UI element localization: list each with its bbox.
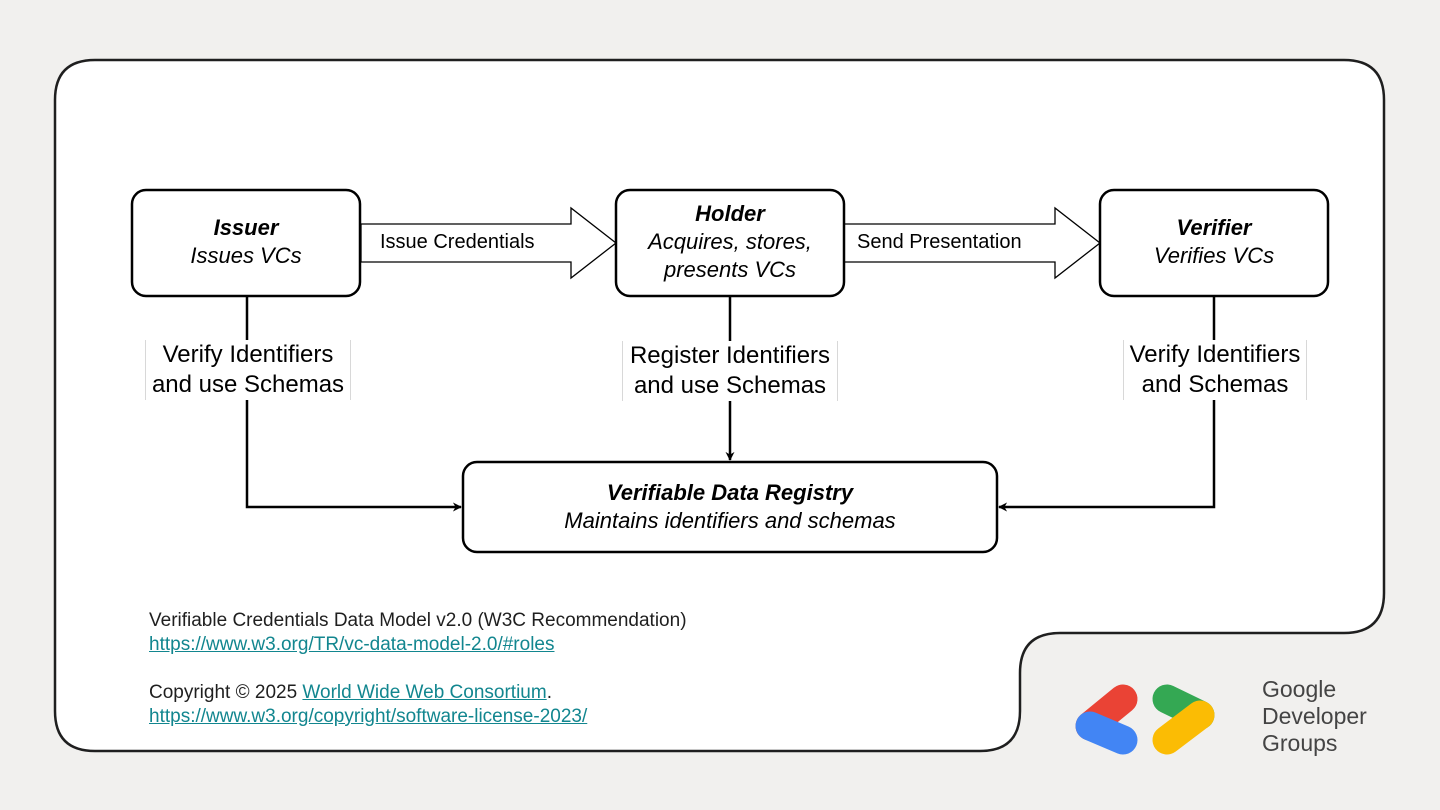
verifier-registry-label-line1: Verify Identifiers [1129,341,1301,368]
source-link[interactable]: https://www.w3.org/TR/vc-data-model-2.0/… [149,634,555,655]
gdg-logo-icon [1075,684,1215,755]
registry-title: Verifiable Data Registry [606,480,854,505]
issuer-registry-label: Verify Identifiers and use Schemas [145,340,351,400]
holder-registry-label-line1: Register Identifiers [629,342,831,369]
send-presentation-label: Send Presentation [857,231,1022,253]
holder-subtitle-line2: presents VCs [663,257,797,282]
copyright-line: Copyright © 2025 World Wide Web Consorti… [149,681,587,705]
issuer-subtitle: Issues VCs [190,243,302,268]
verifier-registry-label-line2: and Schemas [1141,371,1289,398]
source-citation: Verifiable Credentials Data Model v2.0 (… [149,609,687,657]
registry-subtitle: Maintains identifiers and schemas [564,508,896,533]
gdg-wordmark: Google Developer Groups [1262,676,1367,757]
holder-title: Holder [695,201,765,226]
issuer-box [130,188,362,298]
w3c-link[interactable]: World Wide Web Consortium [302,682,547,703]
holder-registry-label: Register Identifiers and use Schemas [622,341,838,401]
holder-registry-label-line2: and use Schemas [633,372,827,399]
holder-subtitle-line1: Acquires, stores, [648,229,812,254]
issue-credentials-arrow [360,206,618,280]
registry-box [461,460,999,554]
verifier-subtitle: Verifies VCs [1153,243,1275,268]
copyright-notice: Copyright © 2025 World Wide Web Consorti… [149,681,587,729]
verifier-label: Verifier Verifies VCs [1100,214,1328,270]
send-presentation-arrow [843,206,1102,280]
source-title: Verifiable Credentials Data Model v2.0 (… [149,610,687,631]
copyright-prefix: Copyright © 2025 [149,682,303,703]
issue-credentials-label: Issue Credentials [380,231,535,253]
issuer-registry-label-line2: and use Schemas [151,371,345,398]
issuer-registry-label-line1: Verify Identifiers [162,341,334,368]
copyright-suffix: . [546,682,552,703]
gdg-wordmark-line2: Developer [1262,703,1367,729]
holder-box [614,188,846,298]
gdg-wordmark-line1: Google [1262,676,1337,702]
issuer-label: Issuer Issues VCs [132,214,360,270]
issuer-title: Issuer [213,215,279,240]
gdg-wordmark-line3: Groups [1262,730,1338,756]
holder-label: Holder Acquires, stores, presents VCs [616,200,844,284]
verifier-box [1098,188,1330,298]
verifier-title: Verifier [1176,215,1252,240]
license-link[interactable]: https://www.w3.org/copyright/software-li… [149,706,588,727]
registry-label: Verifiable Data Registry Maintains ident… [463,479,997,535]
verifier-registry-label: Verify Identifiers and Schemas [1123,340,1307,400]
